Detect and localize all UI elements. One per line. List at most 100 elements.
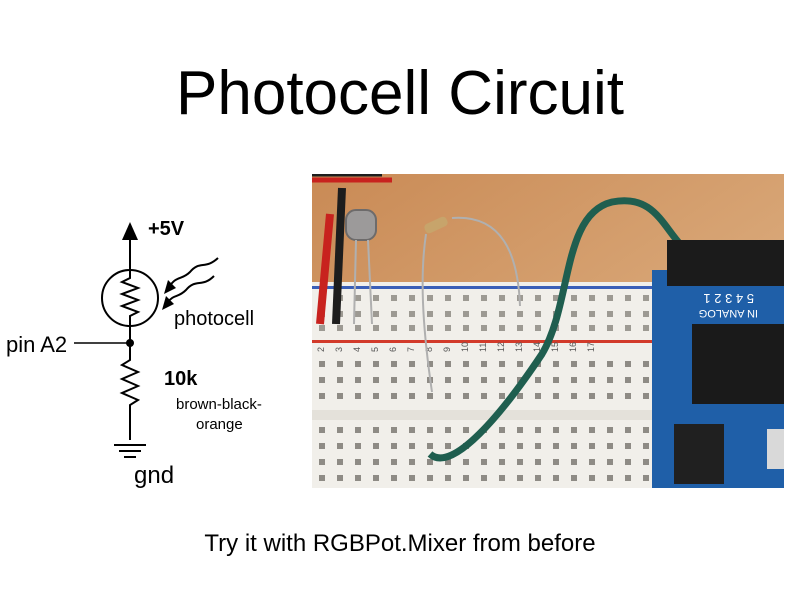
breadboard-hole	[499, 459, 505, 465]
breadboard-hole	[643, 459, 649, 465]
breadboard-hole	[607, 361, 613, 367]
breadboard-hole	[625, 459, 631, 465]
light-arrow-icon-1	[164, 280, 176, 294]
power-rail-red	[312, 340, 672, 343]
breadboard-hole	[463, 427, 469, 433]
breadboard-hole	[553, 295, 559, 301]
breadboard-hole	[427, 475, 433, 481]
breadboard-hole	[607, 295, 613, 301]
resistor-symbol	[119, 343, 141, 440]
breadboard-hole	[337, 459, 343, 465]
breadboard-hole	[427, 361, 433, 367]
breadboard-hole	[355, 475, 361, 481]
breadboard-hole	[607, 475, 613, 481]
breadboard-hole	[499, 295, 505, 301]
breadboard-hole	[319, 475, 325, 481]
breadboard-hole	[571, 393, 577, 399]
breadboard-hole	[625, 361, 631, 367]
breadboard-hole	[409, 459, 415, 465]
breadboard-hole	[589, 393, 595, 399]
breadboard-hole	[607, 459, 613, 465]
breadboard-hole	[463, 393, 469, 399]
breadboard-hole	[607, 393, 613, 399]
breadboard-hole	[337, 475, 343, 481]
breadboard-hole	[409, 295, 415, 301]
breadboard-column-number: 11	[478, 343, 488, 352]
breadboard-hole	[499, 443, 505, 449]
breadboard-hole	[319, 443, 325, 449]
breadboard-hole	[391, 325, 397, 331]
breadboard-hole	[373, 393, 379, 399]
breadboard-hole	[589, 427, 595, 433]
breadboard-hole	[517, 325, 523, 331]
breadboard-hole	[445, 459, 451, 465]
breadboard-hole	[589, 475, 595, 481]
breadboard-column-number: 12	[496, 342, 506, 352]
breadboard-column-number: 8	[424, 347, 434, 352]
breadboard-hole	[535, 325, 541, 331]
breadboard-hole	[355, 377, 361, 383]
breadboard-hole	[337, 393, 343, 399]
breadboard-hole	[445, 427, 451, 433]
breadboard-hole	[337, 325, 343, 331]
breadboard-hole	[409, 393, 415, 399]
breadboard-hole	[409, 443, 415, 449]
breadboard-hole	[499, 311, 505, 317]
breadboard-hole	[481, 377, 487, 383]
breadboard-hole	[373, 311, 379, 317]
breadboard-hole	[535, 475, 541, 481]
breadboard-hole	[337, 427, 343, 433]
breadboard-hole	[517, 475, 523, 481]
breadboard-hole	[535, 295, 541, 301]
breadboard-hole	[607, 427, 613, 433]
breadboard-hole	[355, 393, 361, 399]
resistor-colors-label-2: orange	[196, 416, 243, 433]
breadboard-hole	[643, 427, 649, 433]
breadboard-hole	[319, 377, 325, 383]
breadboard-hole	[337, 377, 343, 383]
breadboard-hole	[625, 427, 631, 433]
breadboard-hole	[571, 325, 577, 331]
red-wire	[316, 213, 334, 325]
breadboard-hole	[571, 377, 577, 383]
breadboard-hole	[319, 325, 325, 331]
breadboard-hole	[445, 475, 451, 481]
breadboard-hole	[337, 361, 343, 367]
breadboard-hole	[319, 393, 325, 399]
breadboard-hole	[643, 361, 649, 367]
arduino-chip	[692, 324, 784, 404]
breadboard-hole	[571, 443, 577, 449]
breadboard-hole	[571, 475, 577, 481]
breadboard-hole	[391, 311, 397, 317]
breadboard-hole	[589, 361, 595, 367]
breadboard-hole	[409, 311, 415, 317]
breadboard-column-number: 6	[388, 347, 398, 352]
photocell-label: photocell	[174, 308, 255, 330]
breadboard-hole	[625, 443, 631, 449]
breadboard-hole	[427, 311, 433, 317]
breadboard-hole	[535, 443, 541, 449]
light-ray-1	[169, 257, 219, 287]
breadboard-hole	[427, 427, 433, 433]
breadboard-hole	[445, 377, 451, 383]
breadboard-hole	[355, 443, 361, 449]
breadboard-hole	[589, 311, 595, 317]
breadboard-hole	[355, 311, 361, 317]
breadboard-hole	[319, 427, 325, 433]
breadboard-hole	[589, 459, 595, 465]
center-channel	[312, 410, 732, 420]
breadboard-hole	[355, 459, 361, 465]
breadboard-hole	[499, 361, 505, 367]
breadboard-hole	[409, 475, 415, 481]
breadboard-hole	[355, 295, 361, 301]
breadboard-hole	[427, 295, 433, 301]
breadboard-hole	[481, 459, 487, 465]
breadboard-hole	[445, 325, 451, 331]
breadboard-hole	[535, 311, 541, 317]
light-ray-2	[167, 275, 215, 303]
breadboard-hole	[607, 377, 613, 383]
breadboard-hole	[463, 325, 469, 331]
breadboard-hole	[481, 361, 487, 367]
breadboard-hole	[373, 427, 379, 433]
